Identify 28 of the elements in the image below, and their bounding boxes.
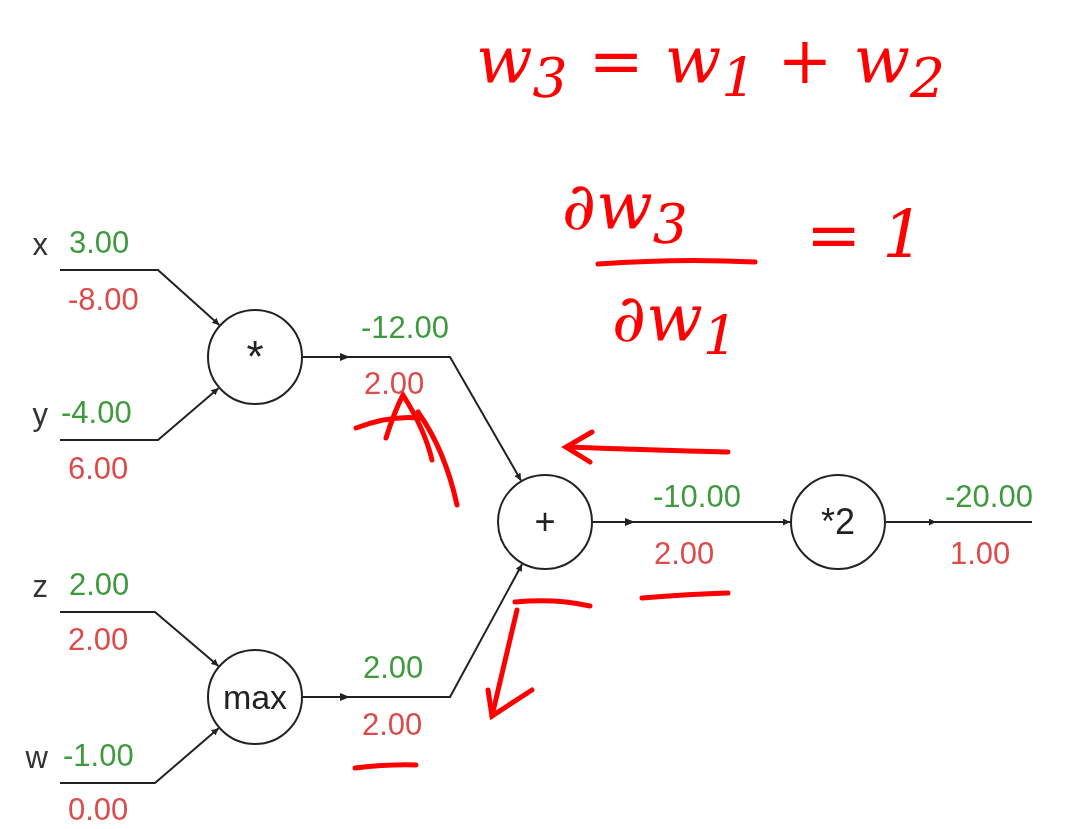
gradient-value: 1.00 [950,537,1011,571]
gradient-value: 2.00 [654,537,715,571]
handwritten-note: ∂w$_{3}$ [562,168,688,257]
arrow [59,387,220,441]
input-variable: w [18,741,60,783]
arrow [302,563,524,701]
operation-circle: + [497,474,593,570]
arrow [59,269,221,326]
operation-circle: max [207,649,303,745]
input-variable: y [18,398,60,440]
arrow [59,727,220,784]
gradient-value: 0.00 [68,793,129,827]
gradient-value: 2.00 [362,708,423,742]
arrow [592,518,791,526]
operation-circle: * [207,309,303,405]
arrow [59,611,220,667]
handwritten-note: w$_{3}$ = w$_{1}$ + w$_{2}$ [476,22,946,111]
gradient-value: 6.00 [68,452,129,486]
handwritten-note: ∂w$_{1}$ [612,280,738,369]
input-variable: z [18,570,60,612]
arrow [885,518,937,526]
gradient-value: 2.00 [68,623,129,657]
arrow [302,353,522,482]
operation-circle: *2 [790,474,886,570]
gradient-value: -8.00 [68,283,139,317]
input-variable: x [18,228,60,270]
handwritten-note: = 1 [806,196,925,273]
gradient-value: 2.00 [364,367,425,401]
